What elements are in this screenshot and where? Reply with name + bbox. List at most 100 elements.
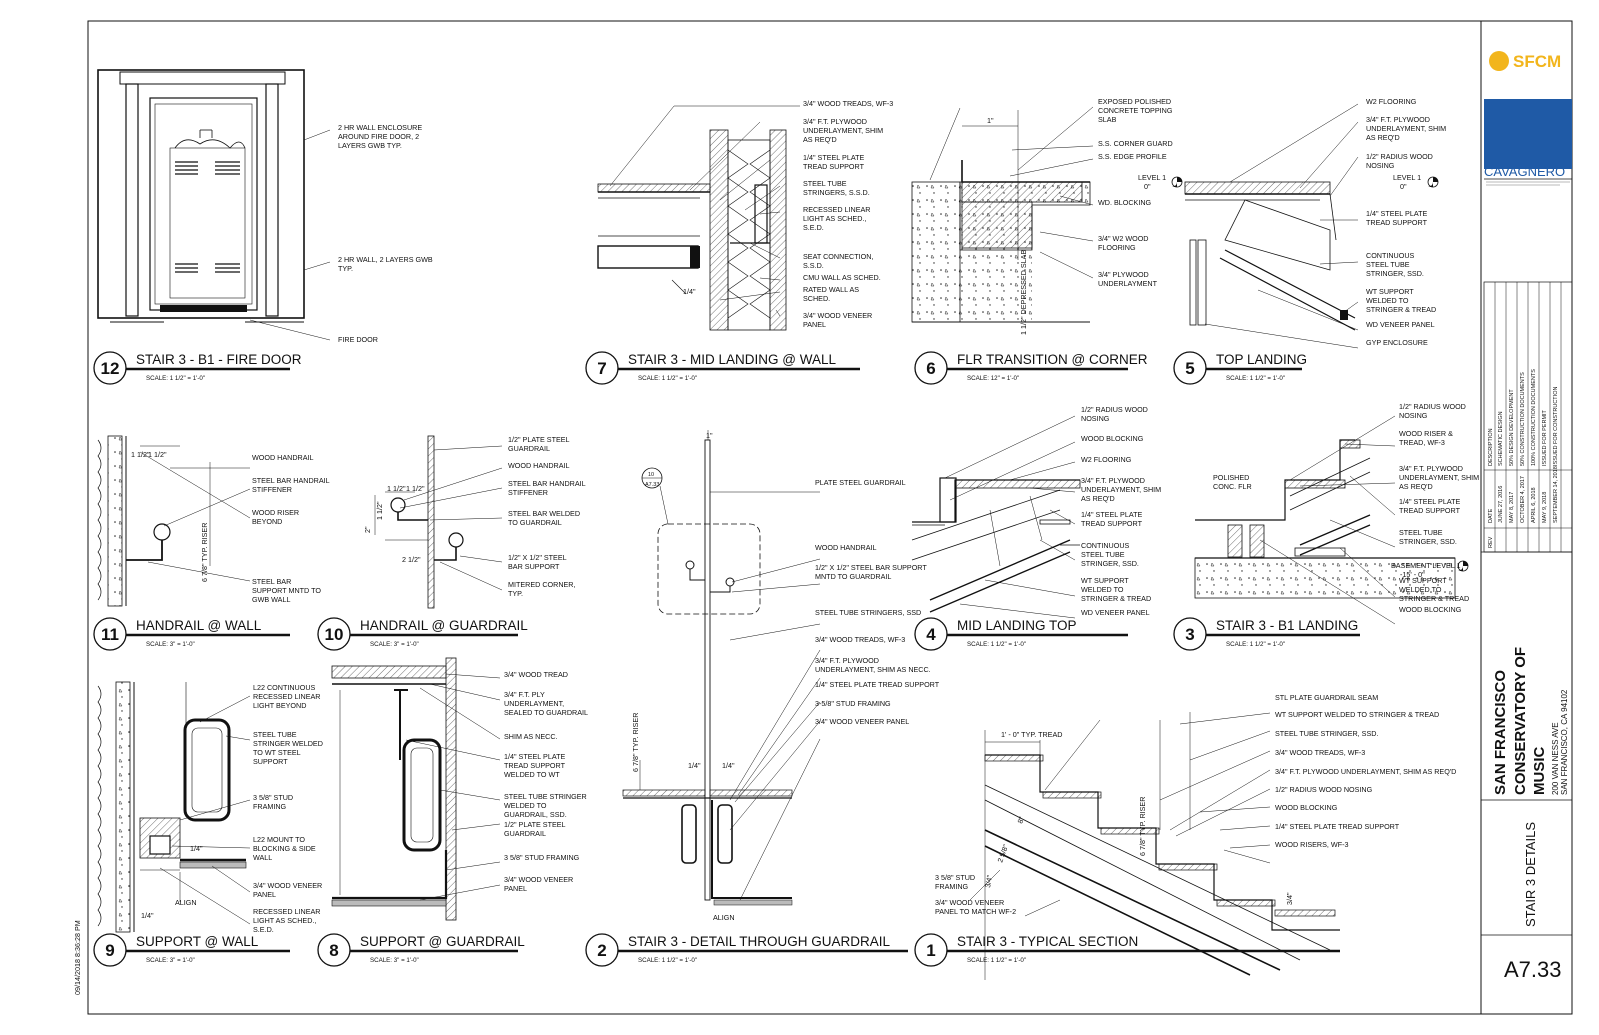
detail-number: 8 (329, 941, 338, 960)
callout-note: 3/4" WOOD TREADS, WF-3 (1275, 748, 1365, 757)
callout-note: 3/4" WOOD VENEER PANEL (815, 717, 909, 726)
architect-logo-block (1484, 99, 1572, 169)
title-block: SFCM CAVAGNERO REV DATE DESCRIPTION JUNE… (1481, 51, 1573, 982)
callout-note: CMU WALL AS SCHED. (803, 273, 881, 282)
callout-note: S.S. CORNER GUARD (1098, 139, 1173, 148)
detail-scale: SCALE: 3" = 1'-0" (370, 641, 419, 648)
sheet-number: A7.33 (1504, 957, 1562, 982)
sheet-title: STAIR 3 DETAILS (1523, 822, 1538, 927)
callout-note: WD. BLOCKING (1098, 198, 1152, 207)
detail-title: STAIR 3 - B1 LANDING (1216, 618, 1358, 633)
detail-number: 7 (597, 359, 606, 378)
project-address-2: SAN FRANCISCO, CA 94102 (1560, 689, 1569, 795)
detail-scale: SCALE: 1 1/2" = 1'-0" (638, 957, 697, 964)
detail-scale: SCALE: 1 1/2" = 1'-0" (967, 641, 1026, 648)
d1-dim-c: 3/4" (983, 874, 994, 888)
detail-2-drawing (622, 430, 821, 906)
detail-number: 2 (597, 941, 606, 960)
callout-note: S.S. EDGE PROFILE (1098, 152, 1167, 161)
d5-level: LEVEL 1 (1393, 173, 1421, 182)
detail-number: 4 (926, 625, 936, 644)
detail-title: SUPPORT @ GUARDRAIL (360, 934, 525, 949)
revision-date: APRIL 6, 2018 (1531, 487, 1537, 523)
project-name-line-1: SAN FRANCISCO (1492, 670, 1509, 795)
callout-note: WOOD HANDRAIL (252, 453, 314, 462)
d9-align: ALIGN (175, 898, 197, 907)
detail-scale: SCALE: 1 1/2" = 1'-0" (1226, 641, 1285, 648)
detail-8-drawing (331, 657, 501, 921)
revision-date: OCTOBER 4, 2017 (1520, 476, 1526, 523)
callout-note: W2 FLOORING (1366, 97, 1417, 106)
rev-header-rev: REV (1488, 536, 1494, 548)
callout-note: FIRE DOOR (338, 335, 378, 344)
project-name-line-3: MUSIC (1531, 747, 1548, 796)
revision-description: ISSUED FOR PERMIT (1542, 409, 1548, 466)
callout-note: WD VENEER PANEL (1366, 320, 1435, 329)
detail-scale: SCALE: 1 1/2" = 1'-0" (638, 375, 697, 382)
d3-level-val: -15' - 0" (1400, 570, 1425, 579)
revision-date: MAY 8, 2017 (1509, 492, 1515, 523)
callout-note: WT SUPPORT WELDED TO STRINGER & TREAD (1275, 710, 1439, 719)
detail-10-drawing (374, 435, 503, 609)
callout-note: PLATE STEEL GUARDRAIL (815, 478, 906, 487)
d10-dim-b: 1 1/2" (406, 484, 425, 493)
callout-note: WOOD BLOCKING (1275, 803, 1338, 812)
d1-dim-b: 2 5/8" (995, 843, 1010, 864)
detail-12-drawing (97, 69, 331, 341)
d2-dim-a: 1/4" (688, 761, 701, 770)
callout-note: WOOD RISER &TREAD, WF-3 (1399, 429, 1453, 447)
detail-title: MID LANDING TOP (957, 618, 1077, 633)
callout-note: WOOD BLOCKING (1399, 605, 1462, 614)
d10-dim-d: 2" (363, 526, 372, 533)
detail-title: STAIR 3 - B1 - FIRE DOOR (136, 352, 302, 367)
d3-level: BASEMENT LEVEL 1 (1391, 561, 1461, 570)
sfcm-logo-text: SFCM (1513, 52, 1561, 71)
rev-header-description: DESCRIPTION (1488, 428, 1494, 466)
detail-3-drawing (1194, 415, 1469, 625)
callout-note: WD VENEER PANEL (1081, 608, 1150, 617)
callout-note: SHIM AS NECC. (504, 732, 558, 741)
detail-title: TOP LANDING (1216, 352, 1307, 367)
detail-title: FLR TRANSITION @ CORNER (957, 352, 1148, 367)
detail-scale: SCALE: 3" = 1'-0" (146, 641, 195, 648)
project-address-1: 200 VAN NESS AVE (1551, 722, 1560, 795)
detail-scale: SCALE: 3" = 1'-0" (146, 957, 195, 964)
revision-description: 50% CONSTRUCTION DOCUMENTS (1520, 372, 1526, 466)
detail-title: STAIR 3 - DETAIL THROUGH GUARDRAIL (628, 934, 891, 949)
sfcm-logo-icon (1489, 51, 1509, 71)
callout-note: WOOD BLOCKING (1081, 434, 1144, 443)
d1-dim-d: 3/4" (1285, 892, 1294, 905)
callout-note: W2 FLOORING (1081, 455, 1132, 464)
d10-dim-c: 1 1/2" (375, 501, 384, 520)
detail-2: 2 STAIR 3 - DETAIL THROUGH GUARDRAIL SCALE… (585, 478, 940, 967)
d2-riser: 6 7/8" TYP. RISER (631, 713, 640, 772)
detail-11-drawing (97, 435, 251, 607)
d2-ref-bot: A7.33 (645, 482, 659, 488)
d1-dim-a: 8" (1015, 815, 1026, 825)
